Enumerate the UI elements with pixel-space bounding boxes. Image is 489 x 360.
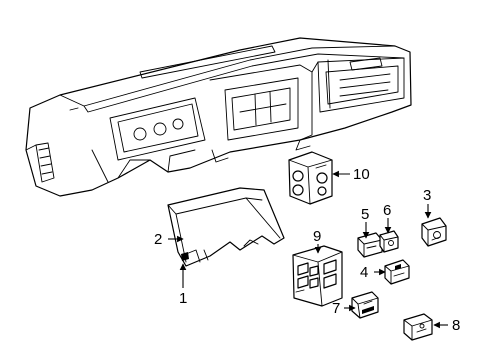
switch-5 <box>357 232 383 258</box>
switch-panel <box>292 245 343 307</box>
switch-3 <box>421 217 447 247</box>
switch-6 <box>379 230 399 253</box>
switch-7 <box>351 291 379 319</box>
switch-4 <box>384 259 410 285</box>
instrument-panel <box>25 37 412 197</box>
callout-3: 3 <box>423 187 431 204</box>
callout-2: 2 <box>154 231 162 248</box>
callout-8: 8 <box>452 317 460 334</box>
callout-numbers: 1 2 3 4 5 6 7 8 9 10 <box>154 166 460 334</box>
callout-6: 6 <box>383 202 391 219</box>
headlamp-switch <box>288 151 333 205</box>
callout-10: 10 <box>353 166 370 183</box>
callout-4: 4 <box>360 264 368 281</box>
switch-8 <box>403 313 433 341</box>
callout-7: 7 <box>332 300 340 317</box>
leader-lines <box>168 170 448 329</box>
callout-9: 9 <box>313 228 321 245</box>
callout-5: 5 <box>361 206 369 223</box>
callout-1: 1 <box>179 290 187 307</box>
cluster-bezel <box>167 187 285 267</box>
